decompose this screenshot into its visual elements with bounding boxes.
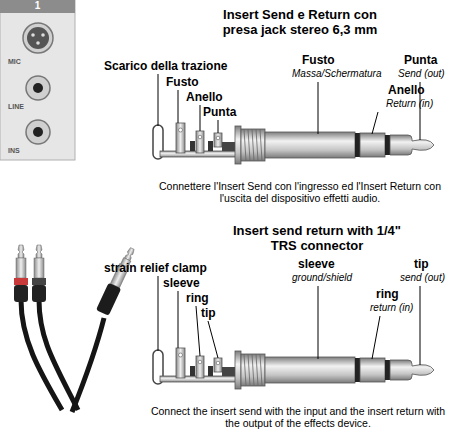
channel-strip (0, 0, 75, 160)
part-name: strain relief clamp (104, 262, 207, 276)
section-heading: Insert send return with 1/4" TRS connect… (222, 224, 412, 254)
trs-plug-it (153, 123, 434, 164)
ts-plug (32, 245, 46, 302)
leader-line (218, 120, 219, 133)
part-name: Fusto (302, 54, 335, 68)
leader-line (372, 316, 380, 359)
leader-line (158, 74, 159, 126)
leader-line (318, 286, 319, 359)
cable (39, 300, 78, 410)
xlr-socket (23, 23, 53, 53)
leader-line (318, 82, 319, 134)
xlr-pin (36, 41, 40, 45)
caption-note: Connettere l'Insert Send con l'ingresso … (152, 180, 448, 204)
jack-socket (26, 120, 50, 144)
input-name: INS (8, 147, 20, 155)
input-name: MIC (8, 58, 21, 66)
leader-line (208, 321, 218, 358)
signal-name: return (in) (370, 302, 413, 314)
xlr-pin (41, 33, 45, 37)
leader-line (200, 105, 201, 131)
ts-plug (14, 245, 28, 302)
channel-number: 1 (0, 0, 75, 12)
part-name: Punta (404, 54, 437, 68)
channel-strip-panel: 1MIC LINE INS (0, 0, 75, 160)
part-name: Scarico della trazione (104, 60, 227, 74)
input-name: LINE (8, 103, 24, 111)
part-name: tip (414, 258, 429, 272)
part-name: tip (201, 307, 216, 321)
leader-line (178, 291, 179, 348)
cable (72, 318, 104, 412)
part-name: Anello (186, 91, 223, 105)
signal-name: Send (out) (398, 68, 445, 80)
part-name: sleeve (163, 277, 200, 291)
jack-hole (33, 83, 43, 93)
leader-lines (158, 74, 420, 365)
leader-line (196, 306, 200, 356)
signal-name: Return (in) (386, 98, 433, 110)
jack-hole (33, 127, 43, 137)
part-name: ring (186, 292, 209, 306)
leader-line (420, 286, 421, 365)
part-name: Fusto (166, 76, 199, 90)
trs-plug-en (153, 348, 434, 389)
jack-socket (26, 76, 50, 100)
xlr-face (27, 27, 49, 49)
part-name: Punta (203, 106, 236, 120)
caption-note: Connect the insert send with the input a… (148, 405, 448, 429)
trs-plug-photo (96, 246, 139, 316)
part-name: ring (376, 288, 399, 302)
part-note: Massa/Schermatura (292, 68, 381, 80)
xlr-pin (31, 33, 35, 37)
signal-name: send (out) (400, 272, 445, 284)
leader-line (372, 112, 378, 134)
diagram-title: Insert Send e Return con presa jack ster… (205, 8, 395, 38)
leader-line (158, 276, 159, 351)
panel (0, 0, 75, 160)
part-note: ground/shield (292, 272, 352, 284)
part-name: Anello (388, 84, 425, 98)
part-name: sleeve (298, 258, 335, 272)
leader-line (178, 90, 179, 123)
panel-header (0, 0, 75, 13)
